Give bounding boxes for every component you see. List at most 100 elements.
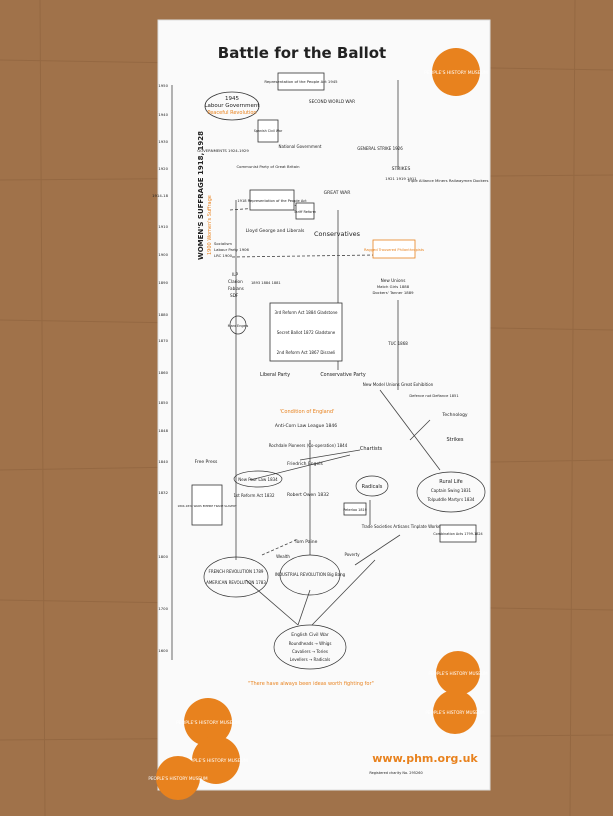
timeline-year: 1800 <box>158 554 168 559</box>
industrial-revolution-bubble <box>279 554 341 596</box>
spanish-civil-war-box <box>257 119 279 143</box>
timeline-year: 1848 <box>158 428 168 433</box>
timeline-year: 1914-18 <box>152 193 168 198</box>
connector-lines <box>229 80 441 626</box>
timeline-year: 1870 <box>158 338 168 343</box>
governments: GOVERNMENTS 1924-1929 <box>197 148 249 153</box>
new-unions: New Unions <box>381 278 406 283</box>
condition-of-england: 'Condition of England' <box>280 409 335 415</box>
free-press: Free Press <box>195 459 218 465</box>
logo-text-left-2: PEOPLE'S HISTORY MUSEUM <box>184 758 248 764</box>
registered-charity: Registered charity No. 295260 <box>369 771 422 775</box>
logo-text-top: PEOPLE'S HISTORY MUSEUM <box>424 70 488 76</box>
logo-text-left-1: PEOPLE'S HISTORY MUSEUM <box>176 720 240 726</box>
reform-act-3: 3rd Reform Act 1884 Gladstone <box>274 310 338 315</box>
triple-alliance: Triple Alliance Miners Railwaymen Docker… <box>407 178 489 183</box>
american-revolution: AMERICAN REVOLUTION 1783 <box>206 580 266 585</box>
timeline-year: 1930 <box>158 139 168 144</box>
museum-logo-right-bottom: PEOPLE'S HISTORY MUSEUM <box>425 690 485 734</box>
labour-gov-title: Labour Government <box>204 103 260 109</box>
tom-paine: Tom Paine <box>294 539 318 545</box>
peterloo: Peterloo 1819 <box>343 508 367 512</box>
museum-logo-left-2: PEOPLE'S HISTORY MUSEUM <box>184 736 248 784</box>
friedrich-engels: Friedrich Engels <box>287 461 323 467</box>
timeline-year: 1850 <box>158 400 168 405</box>
dockers-tanner: Dockers' Tanner 1889 <box>372 290 414 295</box>
logo-text-left-3: PEOPLE'S HISTORY MUSEUM <box>148 776 208 781</box>
timeline-year: 1890 <box>158 280 168 285</box>
reform-act-2: 2nd Reform Act 1867 Disraeli <box>277 350 336 355</box>
radicals-bubble <box>355 475 389 497</box>
timeline-year: 1900 <box>158 252 168 257</box>
rep-act-1918-box <box>249 189 295 211</box>
french-revolution-bubble <box>203 556 269 598</box>
conservative-party: Conservative Party <box>320 372 366 378</box>
wealth: Wealth <box>276 554 290 559</box>
marx-engels-bubble <box>229 315 247 335</box>
museum-logo-right-top: PEOPLE'S HISTORY MUSEUM <box>428 651 488 695</box>
levellers: Levellers → Radicals <box>290 657 330 662</box>
timeline-year: 1700 <box>158 606 168 611</box>
tolpuddle: Tolpuddle Martyrs 1834 <box>427 497 475 502</box>
womens-suffrage-label: WOMEN'S SUFFRAGE 1918, 1928 <box>197 131 205 260</box>
labour-gov-year: 1945 <box>225 96 239 102</box>
timeline-year: 1832 <box>158 490 168 495</box>
rep-act-1918: 1918 Representation of the People Act <box>237 199 307 203</box>
defence-not-defiance: Defence not Defiance 1851 <box>409 394 458 398</box>
labour-party: Labour Party 1906 <box>214 247 250 252</box>
timeline-year: 1920 <box>158 166 168 171</box>
lrc: LRC 1900 <box>214 253 233 258</box>
combination-acts-box <box>439 524 477 543</box>
timeline-year: 1860 <box>158 370 168 375</box>
wars-empire-box <box>191 484 223 526</box>
great-war: GREAT WAR <box>324 190 351 196</box>
civil-war-bubble <box>273 624 347 670</box>
timeline-year: 1880 <box>158 312 168 317</box>
timeline-year: 1940 <box>158 112 168 117</box>
captain-swing: Captain Swing 1831 <box>431 488 472 493</box>
rep-act-1945-box <box>277 72 325 91</box>
website-url[interactable]: www.phm.org.uk <box>372 752 478 765</box>
robert-owen: Robert Owen 1832 <box>287 492 329 498</box>
poster-paper <box>157 19 491 791</box>
national-government: National Government <box>279 144 322 149</box>
match-girls: Match Girls 1888 <box>377 284 410 289</box>
tariff-reform: Tariff Reform <box>293 210 317 214</box>
new-poor-law: New Poor Law 1834 <box>238 477 278 482</box>
labour-gov-bubble <box>204 91 260 121</box>
poverty: Poverty <box>344 552 360 557</box>
timeline-year: 1950 <box>158 83 168 88</box>
cavaliers: Cavaliers → Tories <box>292 649 328 654</box>
french-revolution: FRENCH REVOLUTION 1789 <box>209 569 264 574</box>
peaceful-revolution: Peaceful Revolution <box>207 110 256 116</box>
timeline-years: 19501940193019201914-1819101900189018801… <box>152 83 168 653</box>
roundheads: Roundheads → Whigs <box>289 641 332 646</box>
tariff-reform-box <box>295 202 315 220</box>
trade-societies: Trade Societies Artisans Tinplate Worker… <box>361 524 445 529</box>
ilp-dates: 1893 1884 1881 <box>251 281 281 285</box>
strikes-dates: 1921 1919 1911 <box>385 176 417 181</box>
tuc: TUC 1868 <box>387 341 408 346</box>
quote: "There have always been ideas worth figh… <box>248 681 374 687</box>
fabians: Fabians <box>228 286 244 291</box>
timeline-year: 1840 <box>158 459 168 464</box>
radicals: Radicals <box>362 484 383 490</box>
general-strike: GENERAL STRIKE 1926 <box>357 146 403 151</box>
communist-party: Communist Party of Great Britain <box>236 164 300 169</box>
technology: Technology <box>441 412 468 418</box>
spanish-civil-war: Spanish Civil War <box>254 129 283 133</box>
rep-act-1945: Representation of the People Act 1945 <box>264 79 338 84</box>
liberal-party: Liberal Party <box>260 372 290 378</box>
strikes-node: Strikes <box>447 437 464 443</box>
sdf: SDF <box>230 293 239 298</box>
english-civil-war: English Civil War <box>291 632 329 638</box>
logo-text-right-bottom: PEOPLE'S HISTORY MUSEUM <box>425 710 485 715</box>
anti-corn: Anti-Corn Law League 1846 <box>275 423 337 429</box>
ilp: ILP <box>232 272 239 277</box>
conservatives: Conservatives <box>314 230 361 238</box>
combination-acts: Combination Acts 1799-1824 <box>433 532 482 536</box>
poster-title: Battle for the Ballot <box>218 44 386 62</box>
first-reform-act: 1st Reform Act 1832 <box>233 493 274 498</box>
rural-life-bubble <box>416 471 486 513</box>
